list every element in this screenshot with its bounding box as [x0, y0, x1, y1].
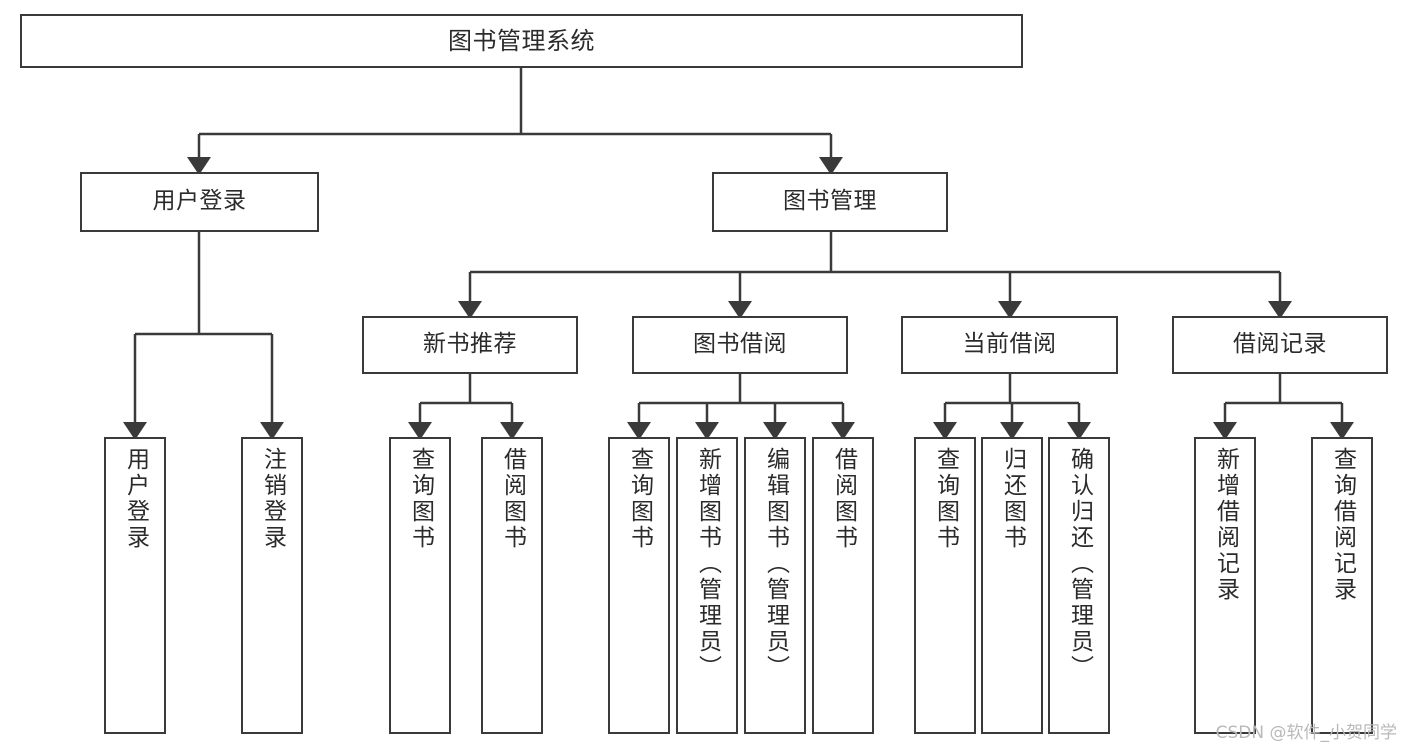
leaf-edit-book[interactable]: 编辑图书（管理员） [744, 437, 806, 734]
leaf-query-book-2[interactable]: 查询图书 [608, 437, 670, 734]
leaf-query-book-3-label: 查询图书 [932, 447, 959, 551]
node-book-management[interactable]: 图书管理 [712, 172, 948, 232]
leaf-borrow-book-1-label: 借阅图书 [499, 447, 526, 551]
node-borrow-record[interactable]: 借阅记录 [1172, 316, 1388, 374]
leaf-borrow-book-2-label: 借阅图书 [830, 447, 857, 551]
leaf-query-book-2-label: 查询图书 [626, 447, 653, 551]
leaf-add-book[interactable]: 新增图书（管理员） [676, 437, 738, 734]
node-book-management-label: 图书管理 [783, 188, 877, 215]
leaf-user-login-label: 用户登录 [122, 447, 149, 551]
node-book-borrow-label: 图书借阅 [693, 331, 787, 358]
leaf-query-record-label: 查询借阅记录 [1329, 447, 1356, 603]
leaf-add-record[interactable]: 新增借阅记录 [1194, 437, 1256, 734]
leaf-return-book[interactable]: 归还图书 [981, 437, 1043, 734]
node-new-book-recommend-label: 新书推荐 [423, 331, 517, 358]
leaf-confirm-return[interactable]: 确认归还（管理员） [1048, 437, 1110, 734]
node-root-system-label: 图书管理系统 [448, 26, 595, 55]
node-current-borrow[interactable]: 当前借阅 [901, 316, 1118, 374]
leaf-user-login[interactable]: 用户登录 [104, 437, 166, 734]
leaf-add-record-label: 新增借阅记录 [1212, 447, 1239, 603]
node-user-login-label: 用户登录 [152, 188, 247, 215]
leaf-logout-login[interactable]: 注销登录 [241, 437, 303, 734]
leaf-confirm-return-label: 确认归还（管理员） [1066, 447, 1093, 681]
node-book-borrow[interactable]: 图书借阅 [632, 316, 848, 374]
node-borrow-record-label: 借阅记录 [1233, 331, 1327, 358]
node-current-borrow-label: 当前借阅 [962, 331, 1057, 358]
leaf-query-book-1-label: 查询图书 [407, 447, 434, 551]
leaf-add-book-label: 新增图书（管理员） [694, 447, 721, 681]
leaf-borrow-book-1[interactable]: 借阅图书 [481, 437, 543, 734]
node-user-login[interactable]: 用户登录 [80, 172, 319, 232]
leaf-query-book-1[interactable]: 查询图书 [389, 437, 451, 734]
node-new-book-recommend[interactable]: 新书推荐 [362, 316, 578, 374]
leaf-return-book-label: 归还图书 [999, 447, 1026, 551]
leaf-query-book-3[interactable]: 查询图书 [914, 437, 976, 734]
leaf-borrow-book-2[interactable]: 借阅图书 [812, 437, 874, 734]
leaf-edit-book-label: 编辑图书（管理员） [762, 447, 789, 681]
node-root-system[interactable]: 图书管理系统 [20, 14, 1023, 68]
leaf-query-record[interactable]: 查询借阅记录 [1311, 437, 1373, 734]
leaf-logout-login-label: 注销登录 [259, 447, 286, 551]
csdn-watermark: CSDN @软件_小贺同学 [1215, 723, 1397, 743]
